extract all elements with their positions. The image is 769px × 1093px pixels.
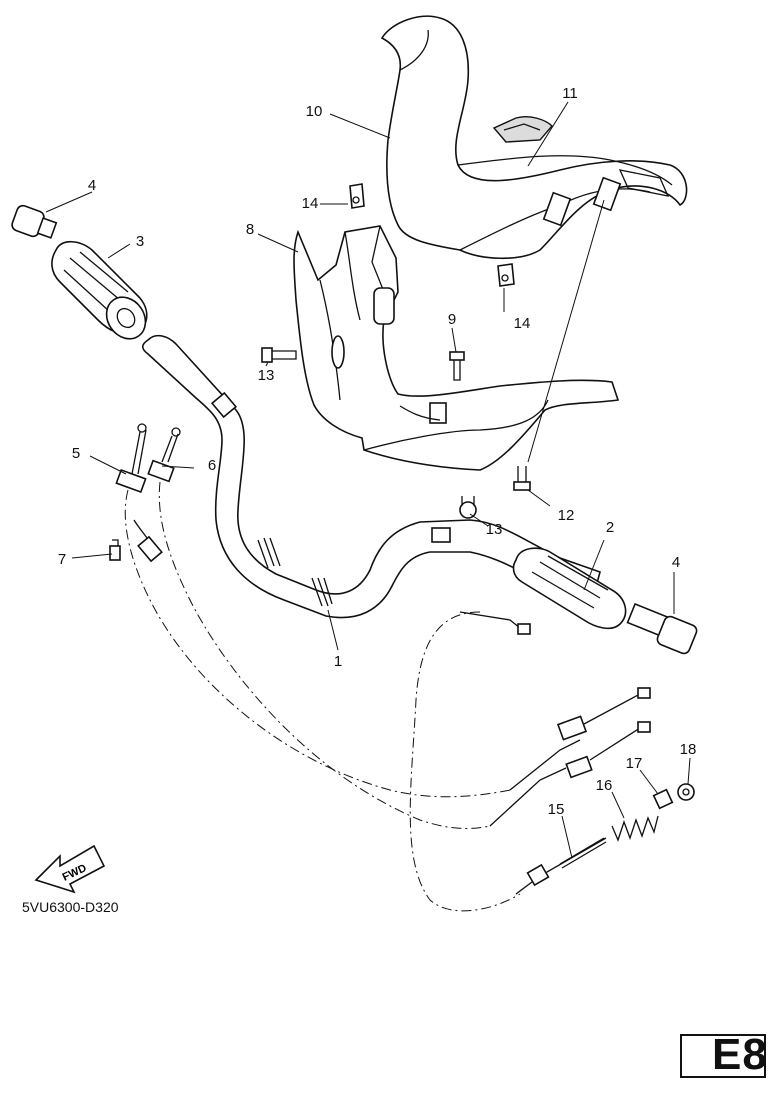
part-9-screw [449,351,465,381]
callout-15: 15 [548,801,565,818]
callout-1: 1 [334,653,342,670]
part-5-cable-holder [115,423,147,494]
leader-lines [45,101,691,859]
throttle-cables [124,481,651,912]
callout-12: 12 [558,507,575,524]
section-tag: E8 [712,1030,768,1079]
callout-13-b: 13 [486,521,503,538]
callout-14-a: 14 [302,195,319,212]
part-14-clip-b [497,263,515,287]
part-12-screw [513,466,531,491]
part-13-screw-b [459,496,477,519]
callout-labels: 1 2 3 4 4 5 6 7 8 9 10 11 12 13 13 14 14… [58,85,697,818]
part-14-clip-a [349,183,365,209]
part-4-grip-end-left [11,204,58,239]
part-2-grip-right [512,547,627,630]
callout-17: 17 [626,755,643,772]
part-4-grip-end-right [626,602,698,655]
callout-6: 6 [208,457,216,474]
part-17-collar [652,788,674,810]
fwd-arrow: FWD [34,844,106,894]
callout-5: 5 [72,445,80,462]
callout-13-a: 13 [258,367,275,384]
part-8-lower-cover [293,225,620,471]
callout-2: 2 [606,519,614,536]
part-13-screw-a [261,347,297,363]
section-tag-box [680,1034,766,1078]
part-16-spring [611,815,659,842]
drawing-code: 5VU6300-D320 [22,899,119,915]
callout-3: 3 [136,233,144,250]
callout-18: 18 [680,741,697,758]
callout-9: 9 [448,311,456,328]
part-10-upper-cover [380,15,688,260]
callout-4-right: 4 [672,554,680,571]
callout-11: 11 [562,85,578,102]
part-7-bolt [109,539,121,561]
callout-4-left: 4 [88,177,96,194]
callout-7: 7 [58,551,66,568]
callout-10: 10 [306,103,323,120]
callout-16: 16 [596,777,613,794]
part-11-emblem [492,116,553,143]
part-18-nut [677,783,695,801]
callout-8: 8 [246,221,254,238]
part-15-cable-adjuster [515,837,607,895]
part-3-grip-left [51,240,148,340]
callout-14-b: 14 [514,315,531,332]
part-6-cable-holder [147,427,181,483]
